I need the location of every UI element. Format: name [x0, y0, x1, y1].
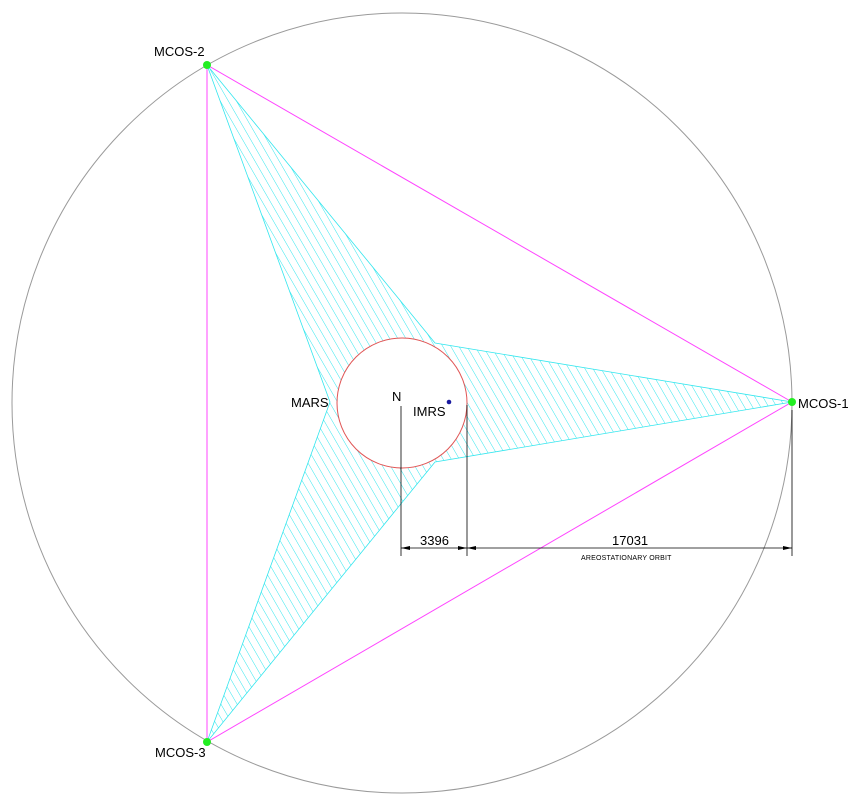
satellite-link-triangle: [206, 64, 793, 743]
north-label: N: [392, 389, 401, 404]
orbit-distance-dimension: 17031: [612, 533, 648, 548]
mcos-1-satellite: [788, 398, 796, 406]
orbit-caption: AREOSTATIONARY ORBIT: [581, 555, 672, 562]
mcos-2-label: MCOS-2: [154, 44, 205, 59]
mcos-3-satellite: [203, 738, 211, 746]
imrs-marker: [446, 399, 452, 405]
dimension-arrow-mid-left: [458, 546, 467, 550]
mars-label: MARS: [291, 395, 329, 410]
coverage-zone: [206, 64, 793, 743]
dimension-arrow-mid-right: [467, 546, 476, 550]
imrs-label: IMRS: [413, 404, 446, 419]
mcos-2-satellite: [203, 61, 211, 69]
mcos-3-label: MCOS-3: [155, 745, 206, 760]
dimension-arrow-right: [783, 546, 792, 550]
mcos-1-label: MCOS-1: [798, 396, 849, 411]
dimension-arrow-left: [401, 546, 410, 550]
mars-radius-dimension: 3396: [420, 533, 449, 548]
mars-circle: [336, 337, 468, 469]
